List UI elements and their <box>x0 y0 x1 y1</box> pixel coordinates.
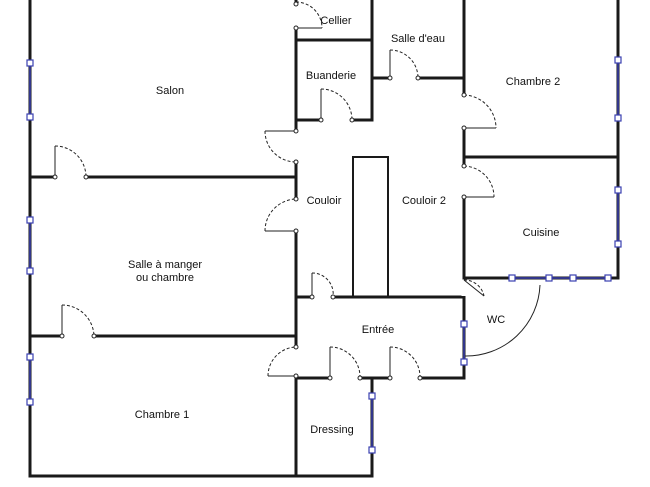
door-couloir-salon <box>264 128 299 165</box>
room-label-cuisine: Cuisine <box>523 227 560 239</box>
door-cuisine <box>461 163 495 200</box>
room-label-couloir: Couloir <box>307 195 342 207</box>
door-salle-manger <box>59 304 97 339</box>
room-label-salle-manger-line2: ou chambre <box>136 272 194 284</box>
room-label-salle-deau: Salle d'eau <box>391 33 445 45</box>
room-label-dressing: Dressing <box>310 424 353 436</box>
door-cellier <box>293 1 323 31</box>
room-label-buanderie: Buanderie <box>306 70 356 82</box>
door-salon <box>52 145 89 180</box>
door-chambre1 <box>267 344 299 379</box>
door-chambre2 <box>461 92 497 131</box>
room-label-salon: Salon <box>156 85 184 97</box>
door-couloir-salle-manger <box>264 196 299 234</box>
door-dressing <box>327 346 363 381</box>
doors <box>52 1 541 381</box>
door-couloir-entree <box>309 272 336 300</box>
room-label-salle-manger-line1: Salle à manger <box>128 259 202 271</box>
door-salle-deau <box>387 49 421 81</box>
room-labels: Cellier Salle d'eau Buanderie Chambre 2 … <box>128 15 560 436</box>
door-buanderie <box>318 88 355 123</box>
room-label-wc: WC <box>487 314 505 326</box>
room-label-cellier: Cellier <box>320 15 352 27</box>
door-gaps <box>55 2 467 381</box>
door-entree-main <box>387 346 423 381</box>
room-label-couloir2: Couloir 2 <box>402 195 446 207</box>
windows <box>26 56 622 454</box>
door-wc <box>463 279 541 357</box>
room-label-entree: Entrée <box>362 324 394 336</box>
room-label-chambre2: Chambre 2 <box>506 76 560 88</box>
room-label-chambre1: Chambre 1 <box>135 409 189 421</box>
